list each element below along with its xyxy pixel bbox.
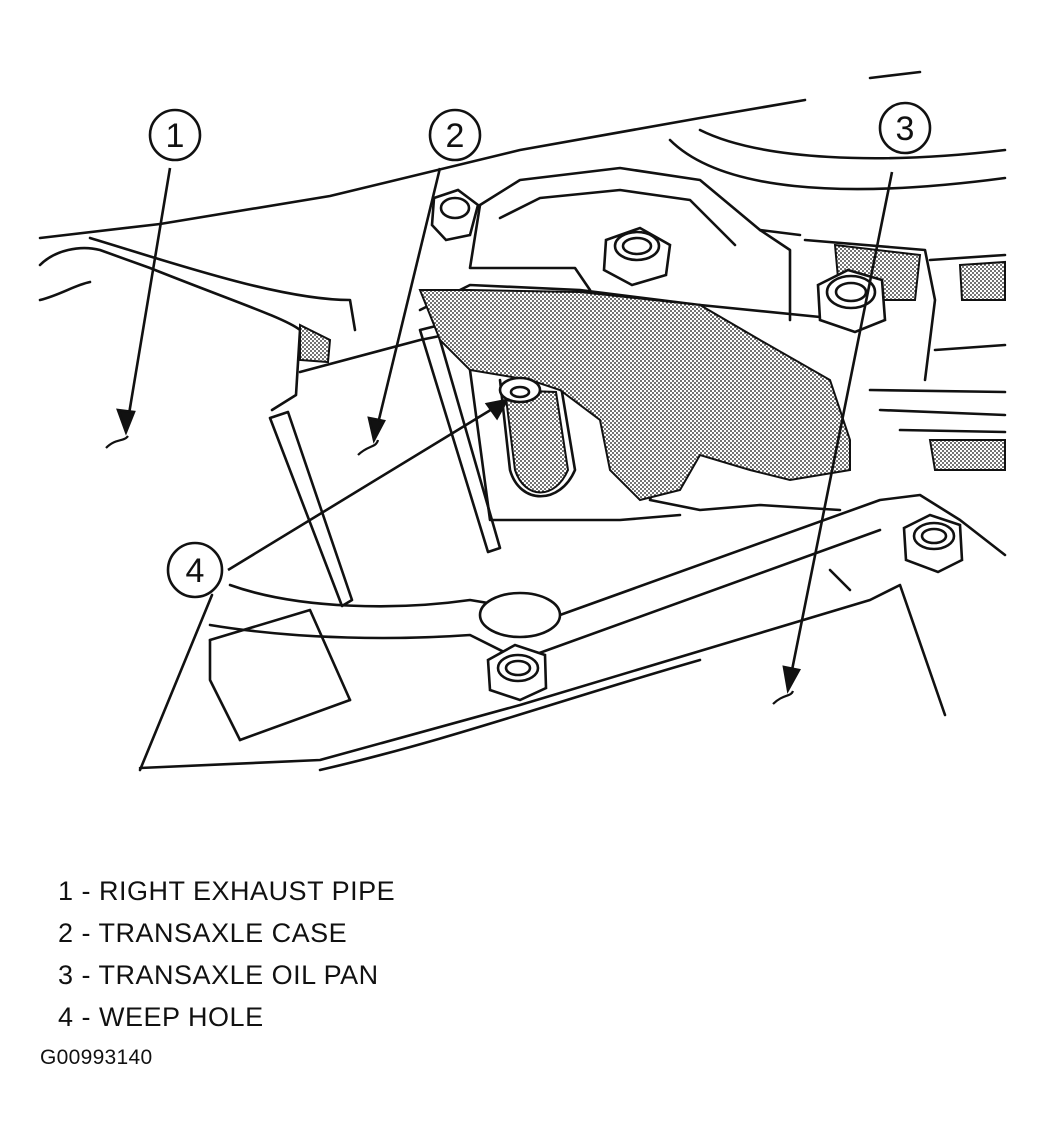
legend-number: 2 (58, 918, 74, 948)
shaded-case-region (418, 289, 851, 502)
exhaust-pipe-rim (88, 236, 357, 332)
callout-1: 1 (148, 108, 202, 162)
leader-3 (786, 171, 894, 691)
leader-1 (124, 167, 172, 433)
legend-item: 3 - TRANSAXLE OIL PAN (58, 954, 395, 996)
legend-item: 2 - TRANSAXLE CASE (58, 912, 395, 954)
legend-separator: - (73, 1002, 100, 1032)
callout-3: 3 (878, 101, 932, 155)
bolt-pan-right (902, 513, 964, 574)
legend-item: 4 - WEEP HOLE (58, 996, 395, 1038)
legend-label: RIGHT EXHAUST PIPE (99, 876, 396, 906)
bolt-top-right (816, 268, 887, 334)
weep-hole-boss (498, 378, 577, 498)
legend-separator: - (73, 876, 100, 906)
case-rib-left (268, 410, 354, 608)
legend-number: 3 (58, 960, 74, 990)
bolt-pan-center (486, 643, 548, 702)
callout-number: 3 (896, 110, 915, 148)
oil-pan-flange-2 (208, 528, 882, 662)
callout-number: 1 (166, 117, 185, 155)
legend-number: 1 (58, 876, 74, 906)
legend-item: 1 - RIGHT EXHAUST PIPE (58, 870, 395, 912)
legend-separator: - (73, 918, 99, 948)
leader-4 (227, 398, 508, 572)
transaxle-diagram: 1 2 3 4 (38, 70, 1007, 772)
oil-pan-bottom (138, 583, 947, 770)
legend-number: 4 (58, 1002, 74, 1032)
oil-pan-side (138, 593, 214, 772)
callout-2: 2 (428, 108, 482, 162)
exhaust-pipe-body (38, 246, 302, 412)
callout-number: 4 (186, 552, 205, 590)
callout-number: 2 (446, 117, 465, 155)
leader-2 (372, 167, 442, 441)
housing-upper-edge (38, 98, 807, 240)
legend-list: 1 - RIGHT EXHAUST PIPE 2 - TRANSAXLE CAS… (58, 870, 395, 1038)
shaded-boss (503, 388, 570, 494)
oil-pan-flange (228, 493, 1007, 617)
shaded-pipe-end (299, 323, 332, 364)
legend-label: WEEP HOLE (99, 1002, 264, 1032)
figure-id: G00993140 (40, 1046, 153, 1069)
legend-label: TRANSAXLE OIL PAN (98, 960, 379, 990)
housing-top-curve (668, 138, 1007, 191)
legend-separator: - (73, 960, 99, 990)
shaded-far-right (958, 260, 1006, 301)
legend-label: TRANSAXLE CASE (98, 918, 348, 948)
case-rib-mid (418, 324, 502, 554)
shaded-lower-right (928, 439, 1006, 471)
pan-boss (478, 591, 562, 639)
housing-top-curve-2 (698, 128, 1007, 160)
bolt-top-left (430, 188, 480, 242)
callout-4: 4 (166, 541, 224, 599)
bolt-top-center (602, 226, 672, 287)
